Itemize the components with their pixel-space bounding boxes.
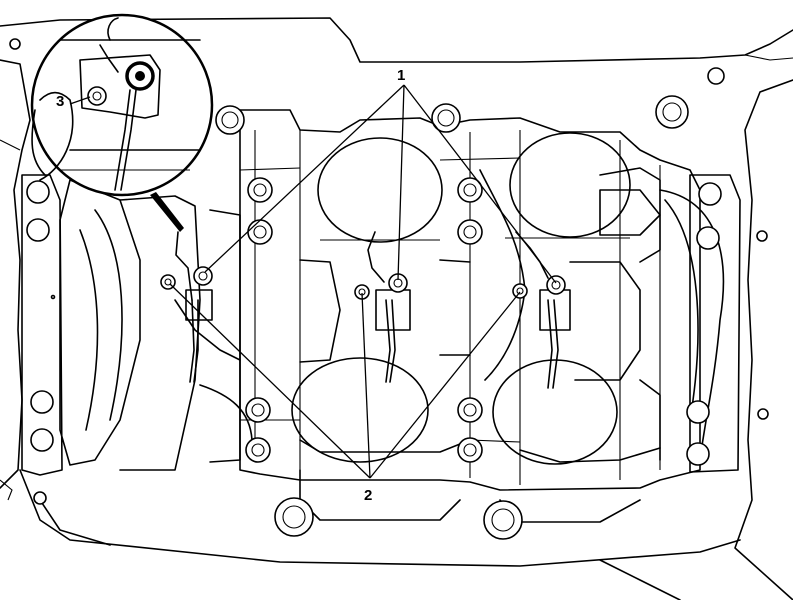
oil-spray-nozzle-3 xyxy=(512,231,571,389)
end-bearing-cap-left xyxy=(21,174,63,476)
crankshaft xyxy=(59,167,725,471)
detail-magnifier xyxy=(30,13,214,232)
main-bearing-bolts xyxy=(245,177,483,463)
callout-label-nozzle-bolt: 2 xyxy=(364,487,372,504)
cylinder-bores xyxy=(291,132,631,465)
callout-labels: 1 2 3 xyxy=(56,67,405,504)
callout-label-detail-bolt: 3 xyxy=(56,93,64,110)
mounting-bosses xyxy=(215,95,689,540)
leader-lines xyxy=(69,84,557,479)
crankcase-outline xyxy=(0,17,793,600)
oil-spray-nozzle-1 xyxy=(160,231,213,383)
end-bearing-cap-right xyxy=(686,174,741,473)
oil-spray-nozzle-2 xyxy=(354,231,411,383)
callout-label-oil-nozzle: 1 xyxy=(397,67,405,84)
